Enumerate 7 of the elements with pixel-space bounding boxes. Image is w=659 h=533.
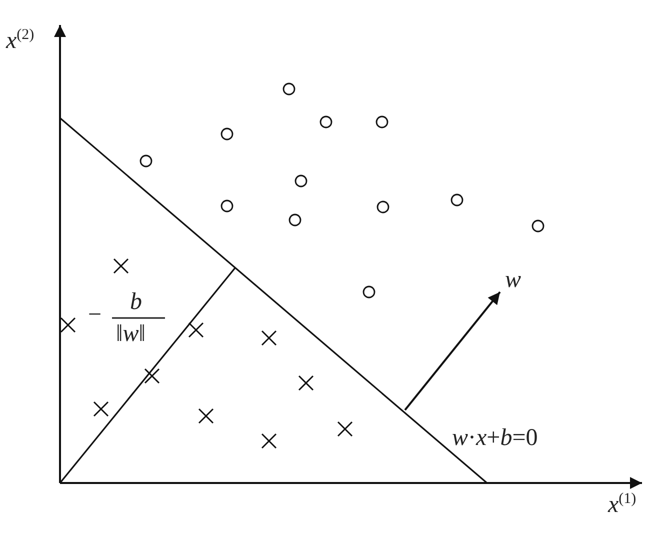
vector-label: w bbox=[505, 268, 522, 292]
denominator: ‖w‖ bbox=[116, 322, 146, 346]
hyperplane-equation: w·x+b=0 bbox=[452, 426, 538, 450]
axis-label: x$^{(1)}$ bbox=[608, 492, 636, 517]
numerator: b bbox=[130, 290, 142, 314]
axis-label: x$^{(2)}$ bbox=[6, 28, 34, 53]
minus-sign: − bbox=[88, 303, 102, 327]
